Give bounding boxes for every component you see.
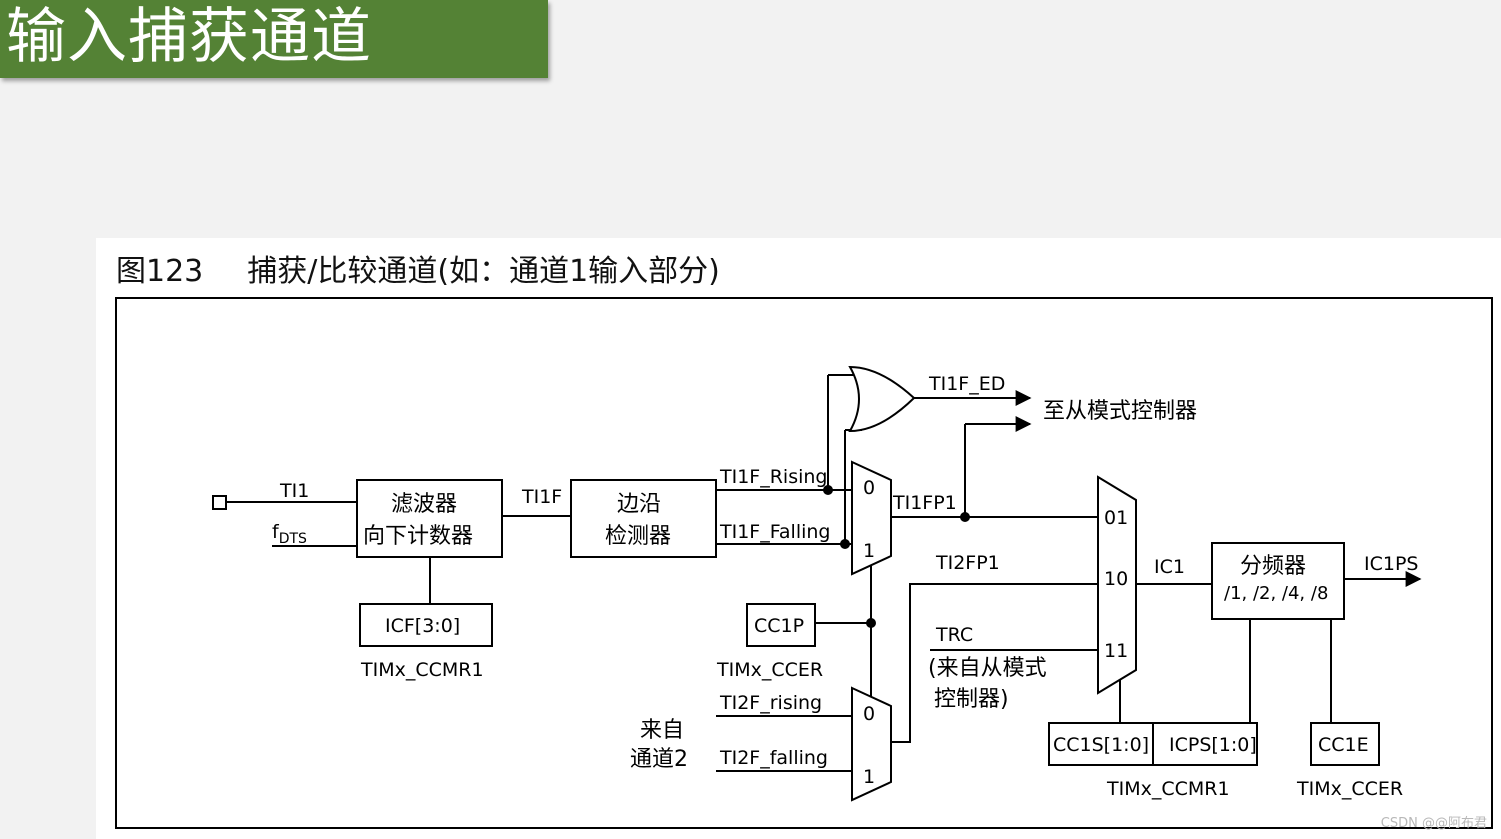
ccmr1-owner-label: TIMx_CCMR1 <box>1106 778 1230 800</box>
prescaler-label-line1: 分频器 <box>1240 554 1306 579</box>
prescaler-label-line2: /1, /2, /4, /8 <box>1224 583 1328 604</box>
polarity-mux-2 <box>851 686 892 802</box>
ic1-label: IC1 <box>1154 556 1185 578</box>
mux1-input-1: 1 <box>863 540 875 562</box>
watermark: CSDN @@阿布君 <box>1380 816 1487 831</box>
junction-ti1fp1 <box>960 512 970 522</box>
edge-detector-block <box>570 479 717 558</box>
to-slave-controller-label: 至从模式控制器 <box>1043 399 1197 424</box>
trc-note-line2: 控制器) <box>934 687 1009 712</box>
ti1-label: TI1 <box>279 480 309 502</box>
icf-register-label: ICF[3:0] <box>385 615 460 637</box>
edge-label-line2: 检测器 <box>605 524 671 549</box>
cc1p-register <box>746 603 816 647</box>
ti1f-label: TI1F <box>521 486 562 508</box>
mux2-input-1: 1 <box>863 766 875 788</box>
mux1-input-0: 0 <box>863 477 875 499</box>
cc1p-register-owner: TIMx_CCER <box>716 659 823 681</box>
polarity-mux-1 <box>851 460 892 576</box>
junction-cc1p <box>866 618 876 628</box>
from-ch2-line1: 来自 <box>640 718 684 743</box>
diagram-frame <box>115 297 1493 829</box>
cc1e-register <box>1310 722 1380 766</box>
from-ch2-line2: 通道2 <box>630 747 688 772</box>
fdts-label: fDTS <box>272 521 307 547</box>
icps-register-label: ICPS[1:0] <box>1169 734 1257 756</box>
icf-register <box>359 603 493 647</box>
prescaler-block <box>1211 542 1345 620</box>
or-gate <box>848 365 916 433</box>
mux3-input-01: 01 <box>1104 507 1128 529</box>
icps-register <box>1152 722 1258 766</box>
ti2f-falling-label: TI2F_falling <box>719 747 828 769</box>
filter-label-line2: 向下计数器 <box>363 524 473 549</box>
cc1e-register-label: CC1E <box>1318 734 1369 756</box>
ti2f-rising-label: TI2F_rising <box>719 692 822 714</box>
figure-panel <box>96 238 1501 839</box>
cc1p-register-label: CC1P <box>754 615 804 637</box>
ti1f-ed-label: TI1F_ED <box>928 373 1005 395</box>
figure-caption-text: 捕获/比较通道(如：通道1输入部分) <box>247 254 720 289</box>
ti1fp1-label: TI1FP1 <box>892 492 957 514</box>
slide-title: 输入捕获通道 <box>6 2 372 72</box>
figure-caption: 图123 捕获/比较通道(如：通道1输入部分) <box>116 246 720 290</box>
mux2-input-0: 0 <box>863 703 875 725</box>
ti2fp1-label: TI2FP1 <box>935 552 1000 574</box>
trc-note-line1: (来自从模式 <box>928 656 1047 681</box>
trc-label: TRC <box>935 624 973 646</box>
ti1f-rising-label: TI1F_Rising <box>719 466 828 488</box>
ccer-owner-label: TIMx_CCER <box>1296 778 1403 800</box>
icf-register-owner: TIMx_CCMR1 <box>360 659 484 681</box>
junction-rising <box>823 485 833 495</box>
ti1f-falling-label: TI1F_Falling <box>719 521 831 543</box>
input-select-mux <box>1097 475 1137 695</box>
ti2fp1-wire <box>891 583 1098 743</box>
mux3-input-11: 11 <box>1104 640 1128 662</box>
figure-number: 图123 <box>116 254 204 289</box>
mux3-input-10: 10 <box>1104 568 1128 590</box>
slide-title-banner: 输入捕获通道 <box>0 0 548 78</box>
ic1ps-label: IC1PS <box>1364 553 1418 575</box>
cc1s-register-label: CC1S[1:0] <box>1053 734 1149 756</box>
junction-falling <box>840 539 850 549</box>
ti1-pin <box>212 495 227 510</box>
edge-label-line1: 边沿 <box>617 492 661 517</box>
filter-label-line1: 滤波器 <box>391 492 457 517</box>
